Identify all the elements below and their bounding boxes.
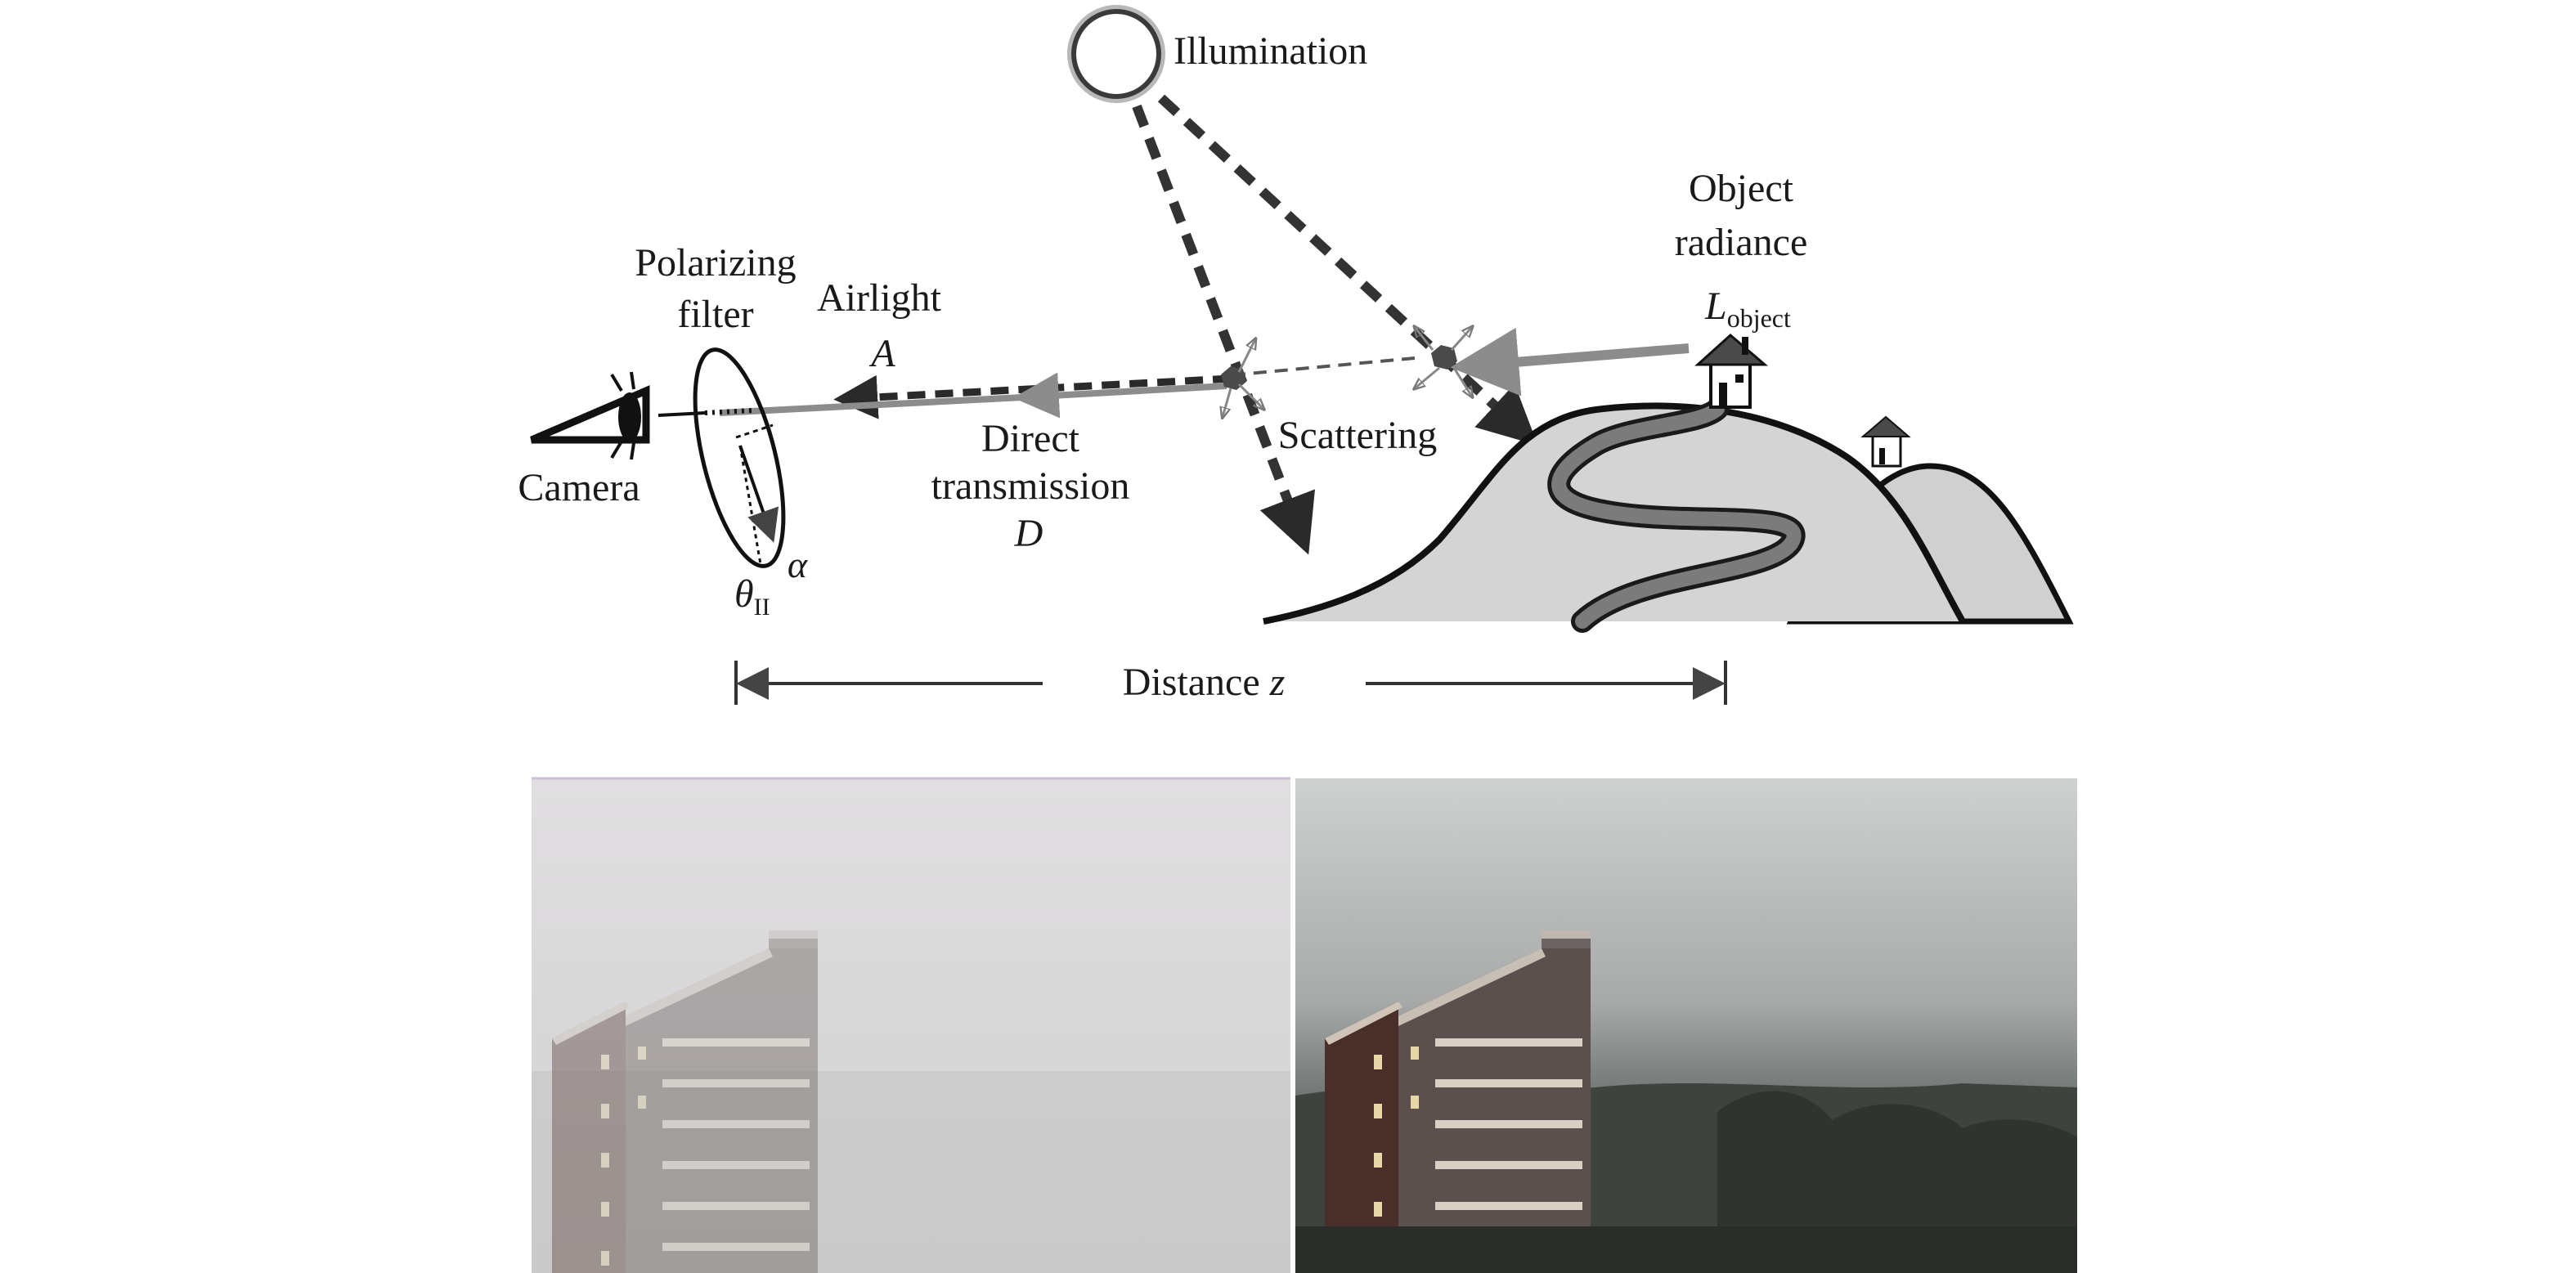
- object-radiance-ray: [1450, 327, 1690, 397]
- scattered-light-ray: [1238, 356, 1416, 376]
- l-object-symbol: Lobject: [1704, 285, 1791, 333]
- house-icon: [1694, 334, 1769, 409]
- dehazed-photo: [1295, 778, 2077, 1273]
- direct-transmission-ray-tail: [719, 394, 1023, 416]
- camera-optical-axis: [657, 411, 706, 417]
- camera-optical-axis-dotted: [704, 408, 753, 415]
- sun-icon: [1067, 5, 1165, 103]
- scatter-particle-near: [1221, 339, 1263, 417]
- distance-label: Distance z: [1123, 661, 1286, 704]
- scatter-particle-far: [1415, 327, 1472, 397]
- eye-icon: [530, 371, 650, 460]
- direct-transmission-label-line1: Direct: [981, 417, 1080, 460]
- airlight-symbol: A: [868, 332, 895, 375]
- direct-transmission-label-line2: transmission: [931, 464, 1130, 508]
- object-radiance-label-line2: radiance: [1675, 221, 1808, 264]
- airlight-label: Airlight: [817, 276, 942, 320]
- small-house-icon: [1860, 415, 1911, 468]
- object-radiance-label-line1: Object: [1689, 167, 1794, 210]
- hills: [1263, 397, 2074, 633]
- polarizing-filter-label-line1: Polarizing: [635, 241, 796, 285]
- alpha-symbol: α: [788, 544, 808, 585]
- polarizing-filter-label-line2: filter: [677, 293, 753, 336]
- direct-transmission-symbol: D: [1014, 512, 1043, 555]
- scattering-label: Scattering: [1278, 414, 1438, 457]
- hazy-photo: [532, 777, 1290, 1273]
- polarizing-filter-icon: [693, 347, 786, 568]
- direct-transmission-ray: [1012, 372, 1227, 419]
- distance-dimension-line: [734, 661, 1727, 705]
- illumination-label: Illumination: [1174, 29, 1367, 73]
- theta-symbol: θII: [734, 572, 770, 621]
- airlight-ray: [833, 374, 1232, 419]
- illumination-rays: [1132, 94, 1538, 555]
- camera-label: Camera: [518, 466, 640, 509]
